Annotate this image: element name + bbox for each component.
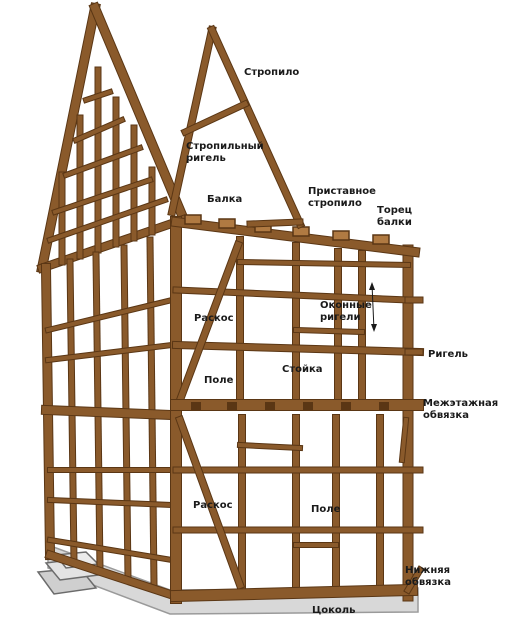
label-sill-plate: Нижняя обвязка	[405, 565, 451, 588]
beam-end-mark	[303, 402, 313, 410]
top-plate	[171, 217, 420, 257]
rail	[173, 287, 411, 303]
beam-end	[332, 230, 350, 241]
label-rafter: Стропило	[244, 67, 300, 78]
beam-end-mark	[191, 402, 201, 410]
side-rail	[45, 342, 175, 363]
side-interfloor-plate	[41, 405, 177, 420]
rafter-right	[208, 26, 304, 228]
label-beam: Балка	[207, 194, 243, 205]
label-collar-beam: Стропильный ригель	[186, 141, 264, 164]
window-rail	[293, 327, 365, 335]
gable-rail	[47, 197, 168, 243]
window-rail	[237, 442, 303, 451]
side-rail	[45, 297, 175, 333]
beam-end-mark	[227, 402, 237, 410]
attached-rafter	[247, 219, 303, 227]
side-rail	[47, 497, 175, 508]
gable-rafter-left	[37, 3, 100, 273]
brace-upper	[176, 241, 242, 404]
arrow-head	[369, 282, 375, 290]
side-sill	[45, 550, 177, 600]
label-brace-upper: Раскос	[194, 313, 234, 324]
beam-end-mark	[341, 402, 351, 410]
label-brace-lower: Раскос	[193, 500, 233, 511]
beam-end	[184, 214, 202, 225]
label-plinth: Цоколь	[312, 605, 356, 616]
gable-rail	[52, 177, 153, 215]
gable-rail	[73, 117, 125, 143]
collar-beam	[181, 100, 249, 136]
label-panel-lower: Поле	[311, 504, 341, 515]
beam-end	[218, 218, 236, 229]
label-window-rails: Оконные ригели	[320, 300, 372, 323]
gable-rafter-right	[89, 2, 188, 221]
label-beam-end: Торец балки	[377, 205, 413, 228]
label-rail: Ригель	[428, 349, 468, 360]
beam-end	[372, 234, 390, 245]
window-rails-arrow	[371, 283, 375, 331]
label-post: Стойка	[282, 364, 323, 375]
beam-end	[292, 226, 310, 237]
beam-end-mark	[265, 402, 275, 410]
timber-frame	[36, 1, 425, 615]
arrow-head	[371, 324, 377, 332]
brace-stub	[399, 417, 409, 463]
window-rail	[237, 259, 411, 268]
gable-rail	[83, 89, 113, 103]
side-rail	[47, 537, 175, 563]
brace-lower	[176, 416, 244, 589]
label-attached-rafter: Приставное стропило	[308, 186, 376, 209]
sill-end	[404, 566, 424, 594]
label-interfloor-plate: Межэтажная обвязка	[423, 398, 499, 421]
gable-rail	[63, 145, 143, 178]
label-panel-upper: Поле	[204, 375, 234, 386]
rail	[172, 341, 424, 356]
beam-end-mark	[379, 402, 389, 410]
sill-plate	[170, 584, 418, 602]
rafter-left	[168, 26, 216, 216]
